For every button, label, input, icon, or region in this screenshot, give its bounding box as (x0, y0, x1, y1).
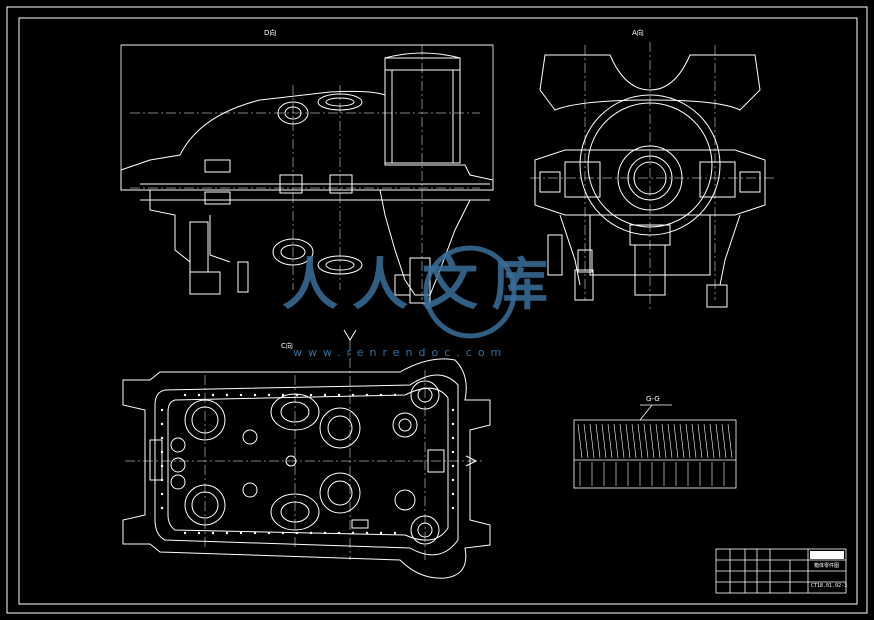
hatch-line (607, 423, 613, 459)
hatch-line (631, 423, 637, 459)
hatch-line (655, 423, 661, 459)
bolt-dot (197, 393, 201, 397)
hatch-line (625, 423, 631, 459)
bolt-dot (267, 393, 271, 397)
bolt-dot (451, 492, 455, 496)
front-view (120, 44, 494, 304)
hatch-line (721, 423, 727, 459)
bolt-dot (323, 531, 327, 535)
bolt-dot (337, 393, 341, 397)
hatch-line (619, 423, 625, 459)
bolt-dot (160, 436, 164, 440)
title-block-drawing-number: CT18.01.02-3 (811, 583, 848, 589)
bolt-dot (239, 531, 243, 535)
bolt-dot (295, 531, 299, 535)
hatch-line (715, 423, 721, 459)
bolt-dot (183, 531, 187, 535)
bolt-dot (323, 393, 327, 397)
hatch-line (673, 423, 679, 459)
bolt-dot (211, 531, 215, 535)
bolt-dot (267, 531, 271, 535)
plan-view-centerlines (125, 340, 485, 560)
section-gg (573, 404, 737, 489)
plan-view-label: C向 (281, 342, 293, 350)
hatch-line (691, 423, 697, 459)
bolt-dot (197, 531, 201, 535)
bolt-dot (451, 422, 455, 426)
bolt-dot (379, 393, 383, 397)
bolt-dot (351, 393, 355, 397)
bolt-dot (160, 506, 164, 510)
bolt-dot (253, 531, 257, 535)
hatch-line (679, 423, 685, 459)
bolt-dot (281, 393, 285, 397)
plan-view-bolt-dots (160, 393, 455, 535)
front-view-label: D向 (264, 29, 277, 37)
bolt-dot (281, 531, 285, 535)
hatch-line (667, 423, 673, 459)
bolt-dot (160, 408, 164, 412)
hatch-line (583, 423, 589, 459)
bolt-dot (253, 393, 257, 397)
bolt-dot (225, 393, 229, 397)
bolt-dot (160, 492, 164, 496)
outer-border (6, 6, 868, 614)
bolt-dot (183, 393, 187, 397)
hatch-line (697, 423, 703, 459)
title-block (715, 548, 847, 594)
bolt-dot (451, 464, 455, 468)
watermark-url: www.renrendoc.com (293, 346, 508, 359)
hatch-line (727, 423, 733, 459)
watermark-brand: 人人文库 (282, 253, 562, 318)
hatch-line (703, 423, 709, 459)
bolt-dot (451, 408, 455, 412)
plan-view (122, 358, 491, 579)
bolt-dot (239, 393, 243, 397)
bolt-dot (309, 531, 313, 535)
hatch-line (649, 423, 655, 459)
bolt-dot (160, 464, 164, 468)
hatch-line (577, 423, 583, 459)
bolt-dot (379, 531, 383, 535)
front-view-centerlines (130, 45, 480, 300)
section-arrows (343, 329, 478, 467)
bolt-dot (160, 450, 164, 454)
side-view-centerlines (530, 42, 775, 310)
section-gg-hatching (577, 423, 733, 486)
bolt-dot (351, 531, 355, 535)
hatch-line (709, 423, 715, 459)
bolt-dot (211, 393, 215, 397)
bolt-dot (160, 478, 164, 482)
hatch-line (685, 423, 691, 459)
bolt-dot (393, 393, 397, 397)
bolt-dot (451, 436, 455, 440)
hatch-line (637, 423, 643, 459)
side-view-label: A向 (632, 29, 644, 37)
section-label: G-G (646, 395, 660, 403)
bolt-dot (160, 422, 164, 426)
bolt-dot (451, 506, 455, 510)
title-block-part-name: 箱体零件图 (814, 563, 840, 569)
bolt-dot (309, 393, 313, 397)
hatch-line (613, 423, 619, 459)
inner-border (18, 17, 858, 605)
hatch-line (589, 423, 595, 459)
bolt-dot (295, 393, 299, 397)
bolt-dot (451, 450, 455, 454)
bolt-dot (451, 478, 455, 482)
hatch-line (601, 423, 607, 459)
title-block-fill (810, 551, 844, 559)
bolt-dot (393, 531, 397, 535)
bolt-dot (365, 393, 369, 397)
bolt-dot (337, 531, 341, 535)
bolt-dot (365, 531, 369, 535)
bolt-dot (225, 531, 229, 535)
watermark-logo-icon (423, 245, 517, 339)
hatch-line (661, 423, 667, 459)
hatch-line (643, 423, 649, 459)
hatch-line (595, 423, 601, 459)
